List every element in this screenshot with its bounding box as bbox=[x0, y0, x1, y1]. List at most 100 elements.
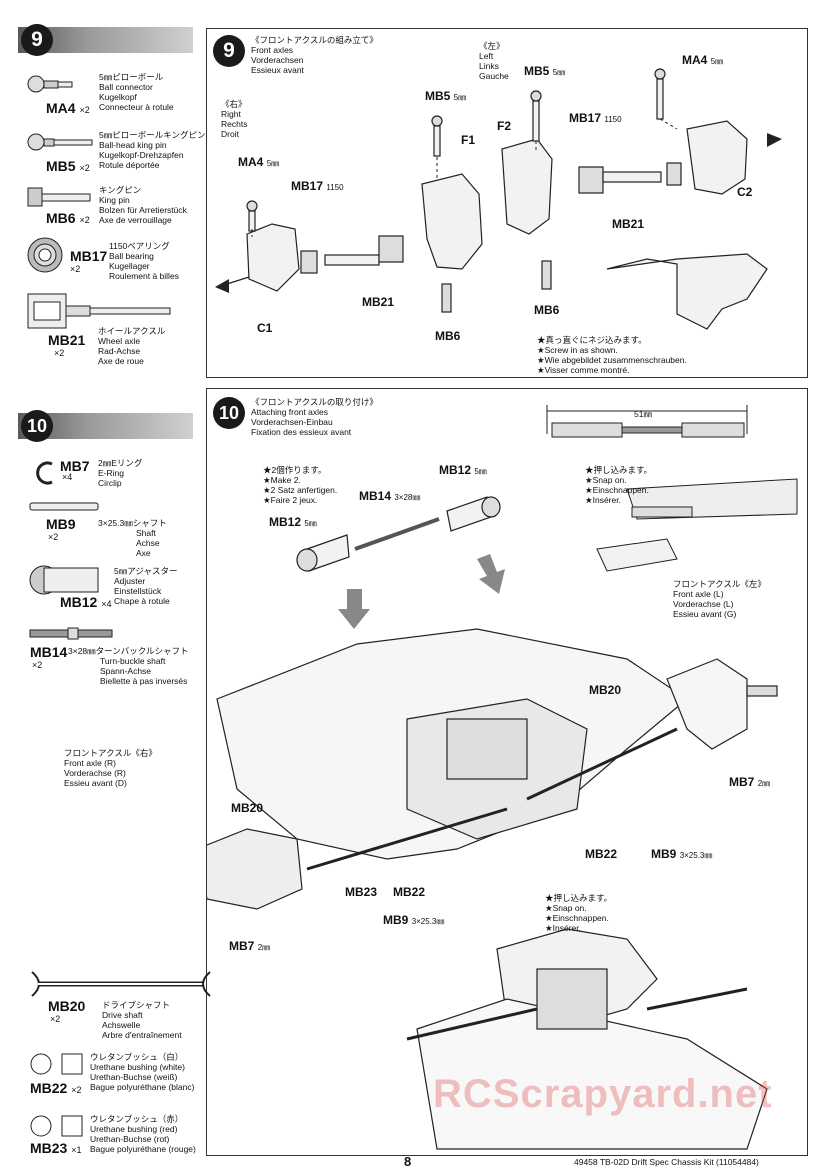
label-mb20-right: MB20 bbox=[231, 801, 264, 815]
part-qty: ×2 bbox=[71, 1085, 82, 1095]
part-name-de: Rad-Achse bbox=[98, 346, 141, 356]
left-label-en: Left bbox=[479, 51, 494, 61]
step10-number-badge: 10 bbox=[21, 410, 53, 442]
king-pin-ball-icon bbox=[27, 133, 93, 151]
label-mb5: MB5 bbox=[425, 89, 451, 103]
shaft-icon bbox=[29, 502, 99, 511]
ball-bearing-icon bbox=[27, 237, 63, 273]
part-code: MB21 bbox=[48, 332, 86, 348]
label-c1: C1 bbox=[257, 321, 273, 335]
step9-title-de: Vorderachsen bbox=[251, 55, 304, 65]
make2-de: ★2 Satz anfertigen. bbox=[263, 485, 338, 495]
part-code: MA4 ×2 bbox=[46, 100, 90, 116]
part-name-en: Ball-head king pin bbox=[99, 140, 167, 150]
part-name-fr: Rotule déportée bbox=[99, 160, 160, 170]
axle-right-de: Vorderachse (R) bbox=[64, 768, 126, 778]
part-name-jp: ホイールアクスル bbox=[98, 326, 166, 336]
make2-fr: ★Faire 2 jeux. bbox=[263, 495, 318, 505]
part-name-en: King pin bbox=[99, 195, 130, 205]
part-name-de: Kugellager bbox=[109, 261, 150, 271]
part-qty: ×2 bbox=[79, 215, 90, 225]
label-mb20-left: MB20 bbox=[589, 683, 622, 697]
part-name-fr: Bague polyuréthane (blanc) bbox=[90, 1082, 195, 1092]
step10-title-de: Vorderachsen-Einbau bbox=[251, 417, 333, 427]
label-mb14: MB14 bbox=[359, 489, 392, 503]
note-en: ★Screw in as shown. bbox=[537, 345, 618, 355]
label-mb12-top: MB12 bbox=[439, 463, 472, 477]
right-label-fr: Droit bbox=[221, 129, 239, 139]
snap-jp: ★押し込みます。 bbox=[585, 465, 653, 475]
label-ma4: MA4 bbox=[238, 155, 264, 169]
part-name-jp: 5㎜アジャスター bbox=[114, 566, 178, 576]
step10-panel-badge: 10 bbox=[213, 397, 245, 429]
snap-en: ★Snap on. bbox=[585, 475, 627, 485]
label-ma4-left: MA4 bbox=[682, 53, 708, 67]
right-label-jp: 《右》 bbox=[221, 99, 247, 109]
step10-title-en: Attaching front axles bbox=[251, 407, 329, 417]
part-code: MB12 bbox=[60, 594, 98, 610]
right-label-de: Rechts bbox=[221, 119, 248, 129]
axle-right-fr: Essieu avant (D) bbox=[64, 778, 127, 788]
label-mb17-left: MB17 bbox=[569, 111, 602, 125]
part-name-fr: Axe bbox=[136, 548, 151, 558]
part-name-jp: 2㎜Eリング bbox=[98, 458, 143, 468]
part-name-jp: ウレタンブッシュ（赤） bbox=[90, 1114, 184, 1124]
part-code: MB7 bbox=[60, 458, 90, 474]
label-mb6-left: MB6 bbox=[534, 303, 560, 317]
part-qty: ×1 bbox=[71, 1145, 82, 1155]
step9-title-fr: Essieux avant bbox=[251, 65, 304, 75]
part-name-de: Bolzen für Arretierstück bbox=[99, 205, 187, 215]
part-qty: ×2 bbox=[32, 660, 43, 670]
part-name-de: Achse bbox=[136, 538, 160, 548]
label-mb22-right: MB22 bbox=[393, 885, 426, 899]
part-name-en: Wheel axle bbox=[98, 336, 141, 346]
part-name-de: Urethan-Buchse (rot) bbox=[90, 1134, 170, 1144]
adjuster-icon bbox=[29, 565, 99, 595]
snap-de-2: ★Einschnappen. bbox=[545, 913, 609, 923]
label-mb17: MB17 bbox=[291, 179, 324, 193]
page-number: 8 bbox=[404, 1154, 412, 1169]
step10-panel: 10 《フロントアクスルの取り付け》 Attaching front axles… bbox=[206, 388, 808, 1156]
front-axle-installation-diagram bbox=[207, 405, 798, 1150]
part-qty: ×4 bbox=[62, 472, 73, 482]
watermark: RCScrapyard.net bbox=[433, 1072, 773, 1116]
part-name-jp: 3×28㎜ターンバックルシャフト bbox=[68, 646, 189, 656]
part-name-de: Achswelle bbox=[102, 1020, 141, 1030]
snap-de: ★Einschnappen. bbox=[585, 485, 649, 495]
part-name-en: Adjuster bbox=[114, 576, 146, 586]
snap-en-2: ★Snap on. bbox=[545, 903, 587, 913]
label-f2: F2 bbox=[497, 119, 512, 133]
part-code: MB22 bbox=[30, 1080, 68, 1096]
axle-right-jp: フロントアクスル《右》 bbox=[64, 748, 157, 758]
part-code: MB9 bbox=[46, 516, 76, 532]
ball-connector-icon bbox=[27, 75, 73, 93]
part-name-jp: 1150ベアリング bbox=[109, 241, 170, 251]
label-mb9-left: MB9 bbox=[651, 847, 677, 861]
front-axle-assembly-diagram bbox=[215, 68, 782, 330]
label-mb9-right: MB9 bbox=[383, 913, 409, 927]
part-code: MB6 bbox=[46, 210, 76, 226]
part-name-en: Drive shaft bbox=[102, 1010, 143, 1020]
left-label-fr: Gauche bbox=[479, 71, 509, 81]
part-qty: ×2 bbox=[70, 264, 81, 274]
part-name-fr: Roulement à billes bbox=[109, 271, 179, 281]
part-name-de: Kugelkopf bbox=[99, 92, 137, 102]
part-name-en: Urethane bushing (white) bbox=[90, 1062, 185, 1072]
kit-name: 49458 TB-02D Drift Spec Chassis Kit (110… bbox=[574, 1157, 759, 1167]
axle-left-fr: Essieu avant (G) bbox=[673, 609, 737, 619]
part-code: MB23 bbox=[30, 1140, 68, 1156]
note-jp: ★真っ直ぐにネジ込みます。 bbox=[537, 335, 647, 345]
step9-number-badge: 9 bbox=[21, 24, 53, 56]
part-code: MB20 bbox=[48, 998, 86, 1014]
part-qty: ×2 bbox=[48, 532, 59, 542]
part-name-fr: Chape à rotule bbox=[114, 596, 170, 606]
label-mb22-left: MB22 bbox=[585, 847, 618, 861]
axle-left-jp: フロントアクスル《左》 bbox=[673, 579, 766, 589]
part-name-jp: 5㎜ピローボール bbox=[99, 72, 164, 82]
part-name-de: Circlip bbox=[98, 478, 122, 488]
part-qty: ×4 bbox=[101, 599, 112, 609]
label-c2: C2 bbox=[737, 185, 753, 199]
e-ring-icon bbox=[36, 461, 53, 485]
label-mb23: MB23 bbox=[345, 885, 378, 899]
wheel-axle-icon bbox=[27, 293, 171, 329]
